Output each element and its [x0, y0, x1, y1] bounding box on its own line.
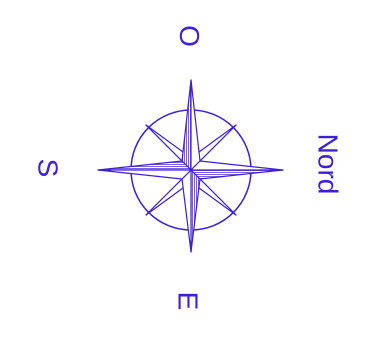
direction-label-top: O	[175, 25, 203, 47]
direction-label-left: S	[33, 159, 61, 178]
major-points	[98, 80, 283, 252]
direction-label-bottom: E	[173, 292, 201, 311]
direction-label-right: Nord	[313, 134, 341, 195]
